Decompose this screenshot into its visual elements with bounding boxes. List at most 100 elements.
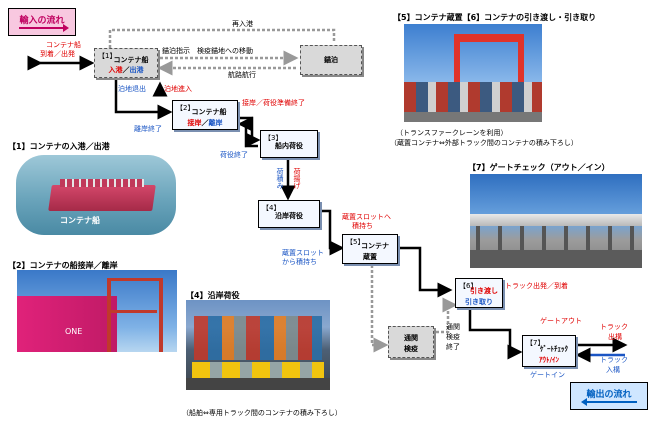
import-arrowhead-icon bbox=[63, 24, 69, 32]
customs-done2-label: 検疫 bbox=[446, 333, 460, 341]
step7-line1: ｹﾞｰﾄﾁｪｯｸ bbox=[540, 345, 568, 353]
arrive-depart-label: 到着／出発 bbox=[40, 50, 75, 58]
slot-to2-label: 積持ち bbox=[352, 222, 373, 230]
export-flow-label: 輸出の流れ bbox=[586, 390, 632, 400]
ship-deck bbox=[60, 179, 144, 187]
anchor-move-label: 錨泊指示 検疫錨地への移動 bbox=[162, 47, 253, 55]
step2-line1: コンテナ船 bbox=[191, 108, 227, 116]
gate-out-label: ゲートアウト bbox=[540, 317, 582, 325]
yard-containers bbox=[404, 82, 542, 112]
truck-row bbox=[192, 362, 324, 378]
step1-line2: 入港／出港 bbox=[95, 67, 157, 74]
customs-done3-label: 終了 bbox=[446, 343, 460, 351]
enter-berth-arrow bbox=[114, 78, 173, 120]
road bbox=[186, 378, 330, 390]
crane-note2: （蔵置コンテナ⇔外部トラック間のコンテナの積み下ろし） bbox=[390, 139, 578, 147]
step2-berth-box: 【2】 コンテナ船 接岸／離岸 bbox=[172, 100, 238, 130]
shore-handling-photo bbox=[186, 300, 330, 390]
step1-exit: 出港 bbox=[129, 66, 144, 74]
cargo-done-label: 荷役終了 bbox=[220, 151, 248, 159]
gate-in-label: ゲートイン bbox=[530, 371, 565, 379]
step5-line1: コンテナ bbox=[361, 242, 389, 250]
enter-anchor-label: 泊地進入 bbox=[164, 85, 192, 93]
photo2-label: ONE bbox=[65, 327, 83, 336]
step1-sep: ／ bbox=[122, 66, 130, 74]
section56-title: 【5】コンテナ蔵置【6】コンテナの引き渡し・引き取り bbox=[393, 13, 597, 22]
section1-title: 【1】コンテナの入港／出港 bbox=[8, 142, 110, 151]
slot-from-label: 蔵置スロット bbox=[282, 249, 324, 257]
gate-canopy bbox=[470, 214, 642, 226]
step4-line1: 沿岸荷役 bbox=[275, 212, 303, 220]
route-label: 航路航行 bbox=[228, 71, 256, 79]
export-flow-badge: 輸出の流れ bbox=[570, 382, 648, 410]
step7-num: 【7】 bbox=[526, 339, 545, 347]
slot-to-label: 蔵置スロットへ bbox=[342, 213, 391, 221]
slot-from2-label: から積持ち bbox=[282, 258, 317, 266]
gate-pillars bbox=[476, 226, 636, 250]
export-arrow-icon bbox=[587, 401, 637, 403]
yard-ground bbox=[404, 112, 542, 122]
container-stack bbox=[194, 316, 322, 360]
step5-num: 【5】 bbox=[346, 238, 365, 246]
berthing-photo: ONE bbox=[17, 270, 177, 352]
truck-out2-label: 出構 bbox=[608, 333, 622, 341]
gate-road bbox=[470, 250, 642, 268]
step2-line2: 接岸／離岸 bbox=[173, 120, 237, 127]
berth-to-cargo-arrow bbox=[240, 116, 261, 148]
step2-sep: ／ bbox=[201, 119, 209, 127]
to-inspection-arrow bbox=[364, 252, 389, 353]
shore-to-yard-arrow bbox=[320, 209, 345, 256]
step1-line1: コンテナ船 bbox=[113, 56, 149, 64]
crane-brace bbox=[109, 310, 157, 313]
unload-label: 荷積み bbox=[276, 168, 284, 189]
step6-line2: 引き取り bbox=[465, 298, 493, 306]
truck-dep-label: トラック出発／到着 bbox=[505, 282, 568, 290]
inspection-line2: 検疫 bbox=[404, 345, 418, 353]
photo1-label: コンテナ船 bbox=[60, 216, 100, 225]
export-arrowhead-icon bbox=[581, 398, 587, 406]
customs-done-label: 通関 bbox=[446, 323, 460, 331]
import-flow-label: 輸入の流れ bbox=[19, 16, 65, 26]
section7-title: 【7】ゲートチェック（アウト／イン） bbox=[468, 163, 610, 172]
step4-num: 【4】 bbox=[262, 204, 281, 212]
container-ship-photo: コンテナ船 bbox=[16, 155, 176, 235]
step1-enter: 入港 bbox=[108, 66, 123, 74]
depart-shore-label: 離岸終了 bbox=[134, 125, 162, 133]
step1-ship-box: 【1】 コンテナ船 入港／出港 bbox=[94, 48, 158, 78]
berth-done-label: 接岸／荷役準備終了 bbox=[242, 99, 305, 107]
step5-line2: 蔵置 bbox=[363, 253, 377, 261]
import-arrow-icon bbox=[19, 27, 65, 29]
step3-line1: 船内荷役 bbox=[275, 142, 303, 150]
gate-photo bbox=[470, 174, 642, 268]
step2-berth: 接岸 bbox=[187, 119, 202, 127]
inspection-box: 通関 検疫 bbox=[388, 326, 434, 358]
inspection-line1: 通関 bbox=[404, 334, 418, 342]
arrive-ship-label: コンテナ船 bbox=[46, 41, 81, 49]
step5-yard-box: 【5】 コンテナ 蔵置 bbox=[342, 234, 398, 264]
load-label: 荷揚げ bbox=[293, 168, 301, 189]
truck-in2-label: 入構 bbox=[606, 366, 620, 374]
cargo-to-berth-arrow bbox=[237, 116, 258, 148]
leave-anchor-label: 泊地退出 bbox=[118, 85, 146, 93]
reenter-loop bbox=[102, 28, 336, 61]
ship-side bbox=[17, 296, 117, 352]
truck-in-label: トラック bbox=[600, 356, 628, 364]
truck-out-label: トラック bbox=[600, 323, 628, 331]
section2-title: 【2】コンテナの船接岸／離岸 bbox=[8, 261, 118, 270]
inspection-to-delivery-arrow bbox=[436, 297, 458, 334]
yard-to-delivery-arrow bbox=[385, 240, 453, 298]
step6-num: 【6】 bbox=[459, 282, 478, 290]
step4-shore-box: 【4】 沿岸荷役 bbox=[258, 200, 320, 228]
step2-unberth: 離岸 bbox=[208, 119, 223, 127]
crane-structure bbox=[107, 278, 163, 352]
crane-note1: （トランスファークレーンを利用） bbox=[396, 129, 508, 137]
section4-title: 【4】沿岸荷役 bbox=[186, 291, 240, 300]
ship-hull bbox=[48, 185, 156, 211]
step3-num: 【3】 bbox=[264, 134, 283, 142]
reenter-label: 再入港 bbox=[232, 20, 253, 28]
delivery-to-gate-arrow bbox=[462, 295, 523, 360]
step7-line2: ｱｳﾄ/ｲﾝ bbox=[538, 356, 560, 364]
step7-gate-box: 【7】 ｹﾞｰﾄﾁｪｯｸ ｱｳﾄ/ｲﾝ bbox=[522, 335, 576, 367]
import-flow-badge: 輸入の流れ bbox=[8, 8, 76, 36]
